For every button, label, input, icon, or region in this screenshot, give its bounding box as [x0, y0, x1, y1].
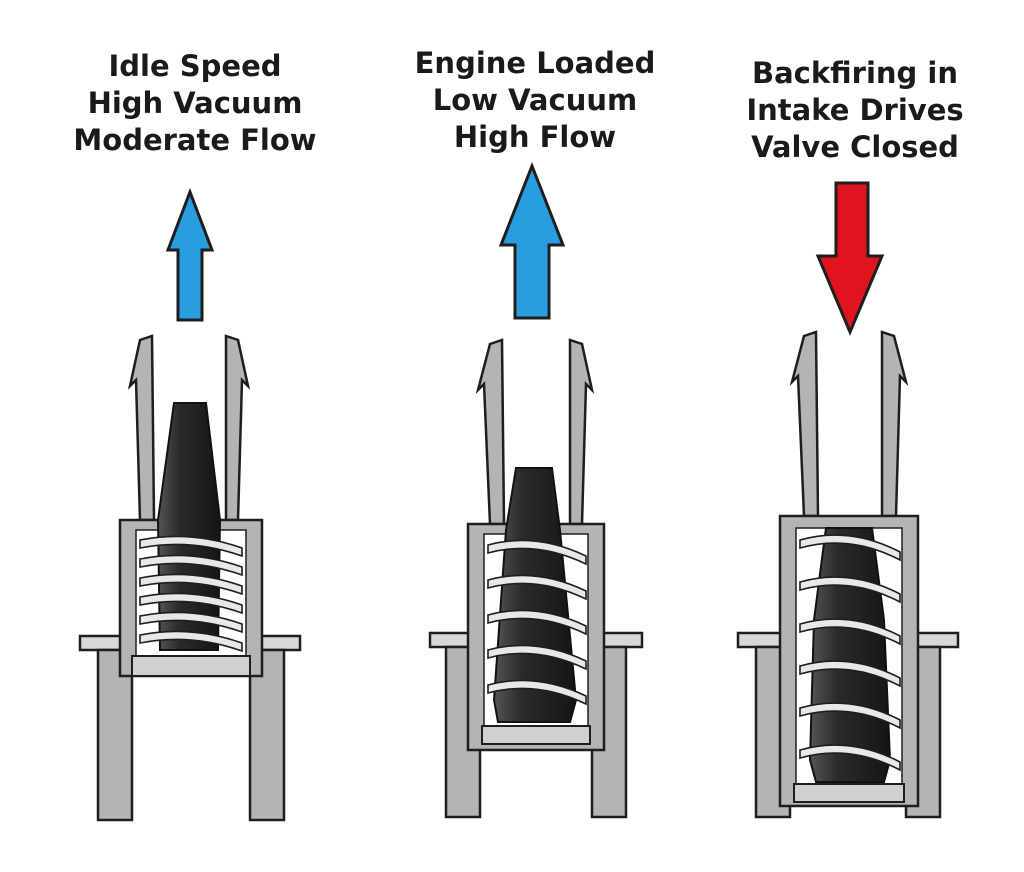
caption-line: Backfiring in [752, 56, 958, 90]
valve-engine-loaded [428, 161, 644, 819]
caption-idle-speed: Idle Speed High Vacuum Moderate Flow [40, 48, 350, 159]
caption-line: Engine Loaded [414, 46, 656, 80]
flow-arrow-up-icon [165, 187, 215, 322]
caption-line: Intake Drives [746, 93, 964, 127]
spring-seat [793, 783, 905, 803]
spring [487, 539, 587, 706]
caption-line: Valve Closed [751, 130, 959, 164]
caption-line: Low Vacuum [432, 83, 638, 117]
valve-backfiring [736, 181, 960, 819]
caption-line: Idle Speed [108, 49, 282, 83]
valve-housing [78, 634, 302, 822]
caption-engine-loaded: Engine Loaded Low Vacuum High Flow [380, 45, 690, 156]
backflow-arrow-down-icon [815, 181, 885, 336]
valve-nipple [789, 330, 909, 518]
spring-seat [131, 655, 251, 677]
caption-line: High Flow [453, 120, 617, 154]
valve-nipple [475, 338, 595, 526]
spring-seat [481, 725, 591, 745]
caption-line: Moderate Flow [73, 123, 317, 157]
spring [139, 535, 243, 653]
spring [799, 534, 901, 772]
caption-line: High Vacuum [87, 86, 303, 120]
flow-arrow-up-icon [498, 161, 566, 320]
valve-idle [78, 187, 302, 822]
plunger [156, 402, 222, 651]
caption-backfiring: Backfiring in Intake Drives Valve Closed [700, 55, 1010, 166]
